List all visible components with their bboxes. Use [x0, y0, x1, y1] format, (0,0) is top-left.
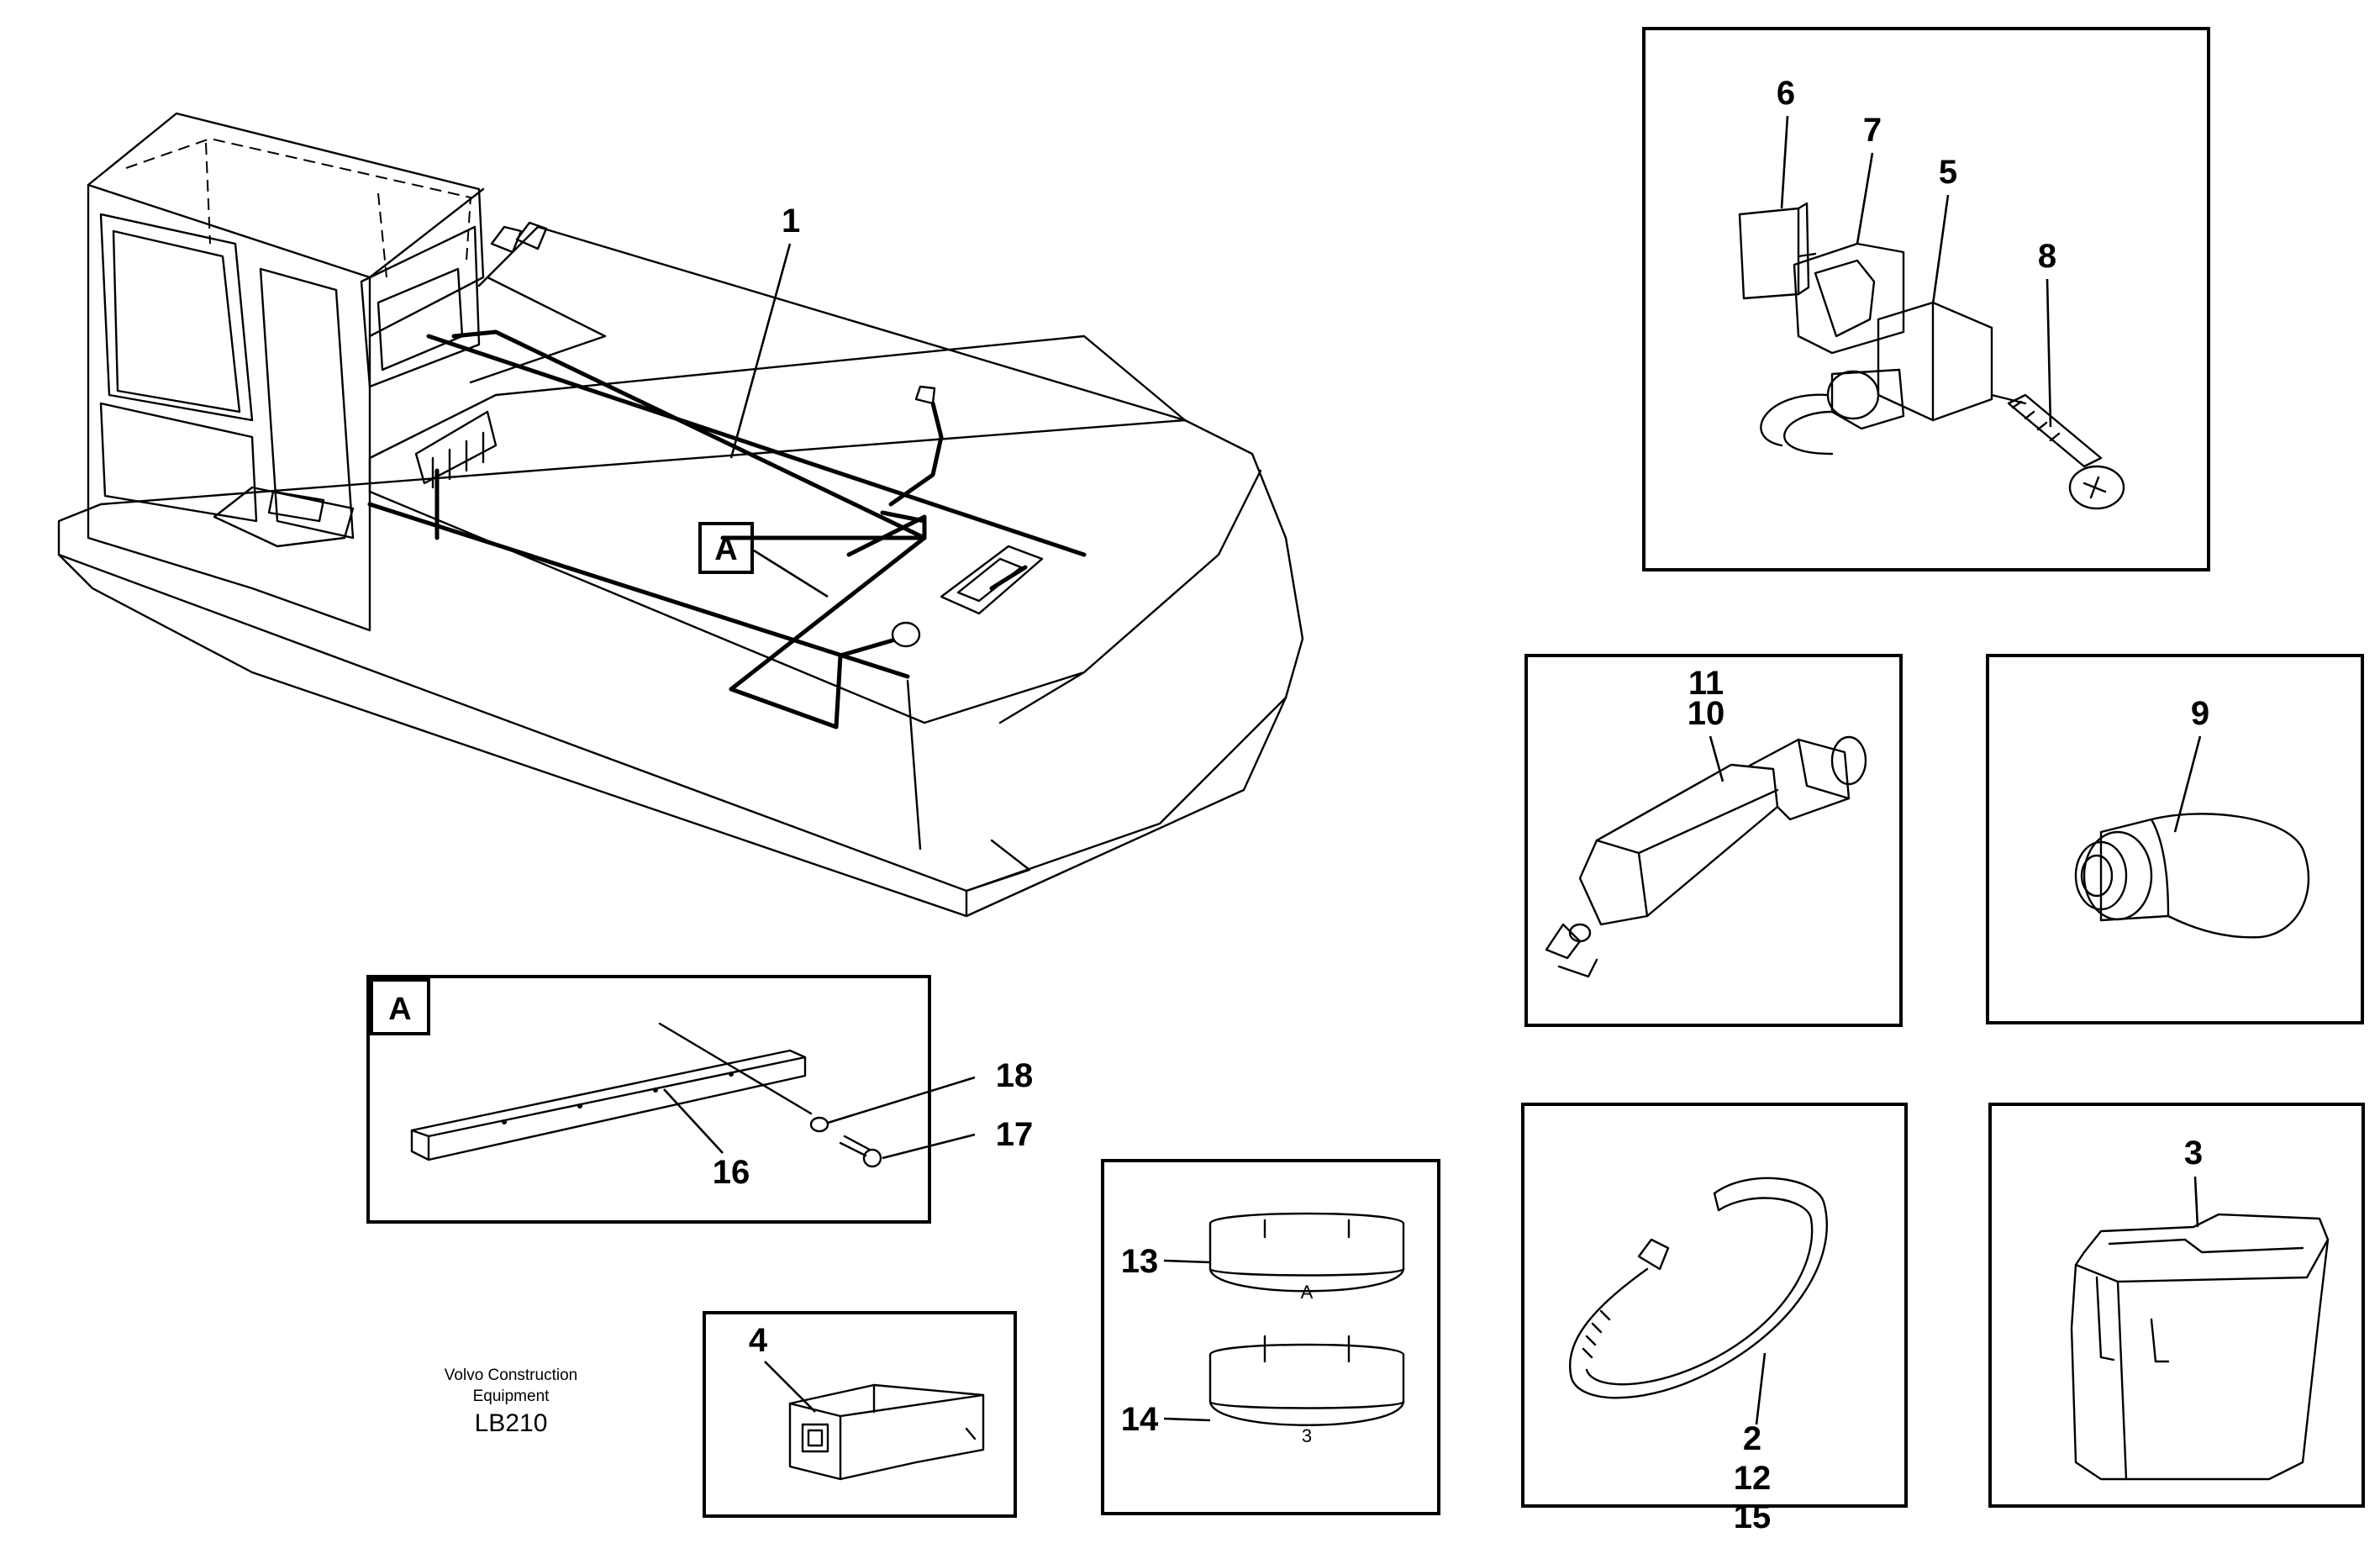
callout-3-leader	[2193, 1176, 2199, 1228]
credit-line-2: Equipment	[473, 1388, 550, 1405]
detail-box-connector-block	[703, 1311, 1017, 1518]
detail-box-holder	[1988, 1103, 2365, 1508]
callout-5: 5	[1939, 154, 1957, 191]
callout-1: 1	[782, 203, 800, 240]
drawing-code: LB210	[475, 1409, 548, 1437]
callout-2-leader	[1755, 1352, 1767, 1425]
callout-8: 8	[2038, 238, 2056, 275]
detail-box-connector-housing	[1524, 654, 1903, 1027]
callout-2: 2	[1743, 1420, 1761, 1457]
detail-box-sensor-mount	[1642, 27, 2210, 571]
callout-18: 18	[996, 1057, 1034, 1094]
callout-10-leader	[1709, 735, 1724, 782]
callout-6-leader	[1780, 115, 1789, 209]
callout-6: 6	[1777, 75, 1795, 112]
detail-box-elbow	[1986, 654, 2364, 1024]
detail-box-rail: A	[366, 975, 931, 1224]
callout-16: 16	[713, 1154, 750, 1191]
callout-14: 14	[1121, 1401, 1159, 1438]
callout-3: 3	[2184, 1135, 2203, 1172]
callout-7-leader	[1856, 152, 1874, 245]
callout-4: 4	[749, 1322, 768, 1359]
callout-17: 17	[996, 1116, 1034, 1153]
detail-a-label: A	[388, 992, 411, 1027]
callout-9: 9	[2191, 695, 2209, 732]
band-14-mark: 3	[1302, 1425, 1312, 1446]
callout-1-leader	[729, 243, 792, 459]
callout-7: 7	[1863, 112, 1882, 149]
callout-14-leader	[1163, 1417, 1211, 1422]
callout-18-leader	[827, 1076, 976, 1124]
band-13-mark: A	[1301, 1282, 1314, 1303]
callout-4-leader	[764, 1361, 816, 1413]
callout-9-leader	[2173, 735, 2202, 833]
callout-11: 11	[1688, 665, 1724, 702]
detail-box-marker-bands: A 3	[1101, 1159, 1440, 1515]
callout-12: 12	[1734, 1460, 1772, 1497]
callout-13-leader	[1163, 1259, 1211, 1264]
machine-upper-frame-drawing	[57, 112, 1304, 918]
callout-16-leader	[663, 1088, 724, 1154]
svg-text:A: A	[714, 532, 737, 567]
callout-13: 13	[1121, 1243, 1159, 1280]
callout-17-leader	[882, 1133, 976, 1160]
credit-line-1: Volvo Construction	[445, 1367, 577, 1384]
callout-15: 15	[1734, 1498, 1772, 1535]
callout-5-leader	[1931, 194, 1950, 305]
callout-10: 10	[1688, 695, 1725, 732]
callout-8-leader	[2046, 278, 2052, 428]
detail-marker-a: A	[698, 522, 829, 598]
detail-box-cable-tie	[1521, 1103, 1908, 1508]
